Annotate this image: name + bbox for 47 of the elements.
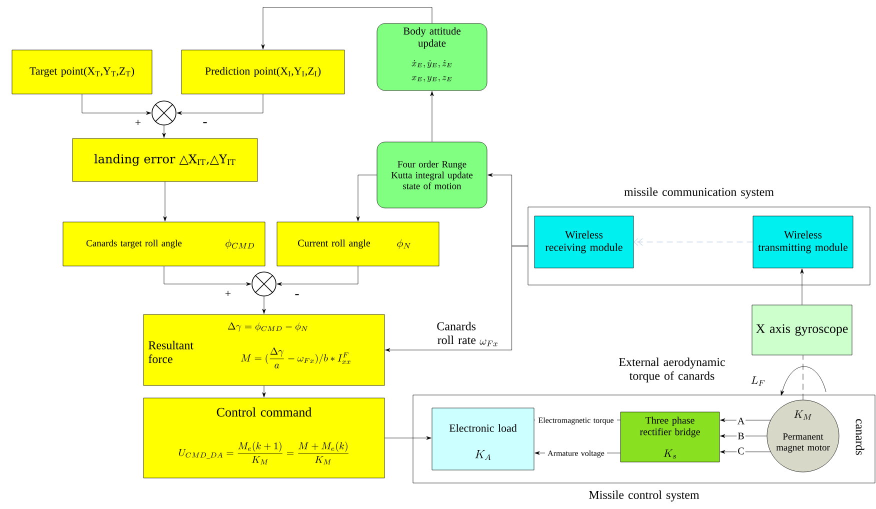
arrow xyxy=(176,94,264,115)
arrow xyxy=(385,246,528,352)
annotation-text: External aerodynamic torque of canards xyxy=(619,358,725,382)
arrow xyxy=(261,7,432,50)
arrow xyxy=(262,296,266,314)
load-box: Electronic load $K_{A}$ xyxy=(432,408,534,470)
arrow xyxy=(720,450,771,454)
arrow xyxy=(262,386,266,398)
arrow xyxy=(800,268,804,305)
rate-symbol: $\omega_{Fx}$ xyxy=(480,340,498,346)
node-label: missile communication system xyxy=(624,188,774,198)
edge-label: - xyxy=(203,122,207,124)
arrow xyxy=(82,94,152,115)
side-label: canards xyxy=(856,419,864,455)
formula-box: Resultant force $\Delta\gamma = \phi_{CMD} - \phi_{N}$ $M = (\frac{\Delta\gamma}{a} - \omega_{Fx}) / b * I_{xx}^{F}$ xyxy=(143,314,385,386)
edge-label: B xyxy=(736,432,746,440)
summing-junction xyxy=(252,272,276,296)
arrow xyxy=(276,266,358,286)
process-box: landing error △X$_{IT}$,△Y$_{IT}$ xyxy=(72,138,258,182)
arrow xyxy=(163,182,167,222)
process-box: Four order Runge Kutta integral update state of motion xyxy=(376,142,488,208)
process-box: Prediction point(X$_{I}$,Y$_{I}$,Z$_{I}$) xyxy=(181,50,345,94)
edge-label: - xyxy=(295,294,299,296)
arrow xyxy=(720,418,771,422)
arrow xyxy=(384,436,432,440)
torque-symbol: $L_{F}$ xyxy=(751,376,764,386)
rectifier-box: Three phase rectifier bridge $K_{s}$ xyxy=(620,412,720,462)
sensor-box: X axis gyroscope xyxy=(752,304,852,356)
edge-label: + xyxy=(225,290,231,296)
edge-label: + xyxy=(135,120,141,126)
node-label: Missile control system xyxy=(589,490,700,502)
process-box: Target point(X$_{T}$,Y$_{T}$,Z$_{T}$) xyxy=(12,50,152,94)
arrow xyxy=(162,125,166,138)
arrow xyxy=(634,238,753,246)
module-box: Wireless receiving module xyxy=(534,216,634,268)
edge-label: Canards roll rate xyxy=(437,322,476,344)
process-box: Current roll angle $\phi_{N}$ xyxy=(276,222,440,266)
formula-box: Control command $U_{CMD\_DA} = \frac{M_{e}(k+1)}{K_{M}} = \frac{M + M_{e}(k)}{K_{M}}$ xyxy=(143,398,385,478)
edge-label: C xyxy=(736,446,746,456)
arrow xyxy=(720,434,767,438)
summing-junction xyxy=(152,100,176,126)
process-box: Body attitude update $\dot{x}_{E}, \dot{y}_{E}, \dot{z}_{E}$ $x_{E}, y_{E}, z_{E}$ xyxy=(376,23,488,91)
module-box: Wireless transmitting module xyxy=(752,216,854,268)
arrow xyxy=(356,174,377,222)
arrow xyxy=(430,91,434,142)
arrow xyxy=(164,266,252,286)
process-box: Canards target roll angle $\phi_{CMD}$ xyxy=(62,222,266,266)
